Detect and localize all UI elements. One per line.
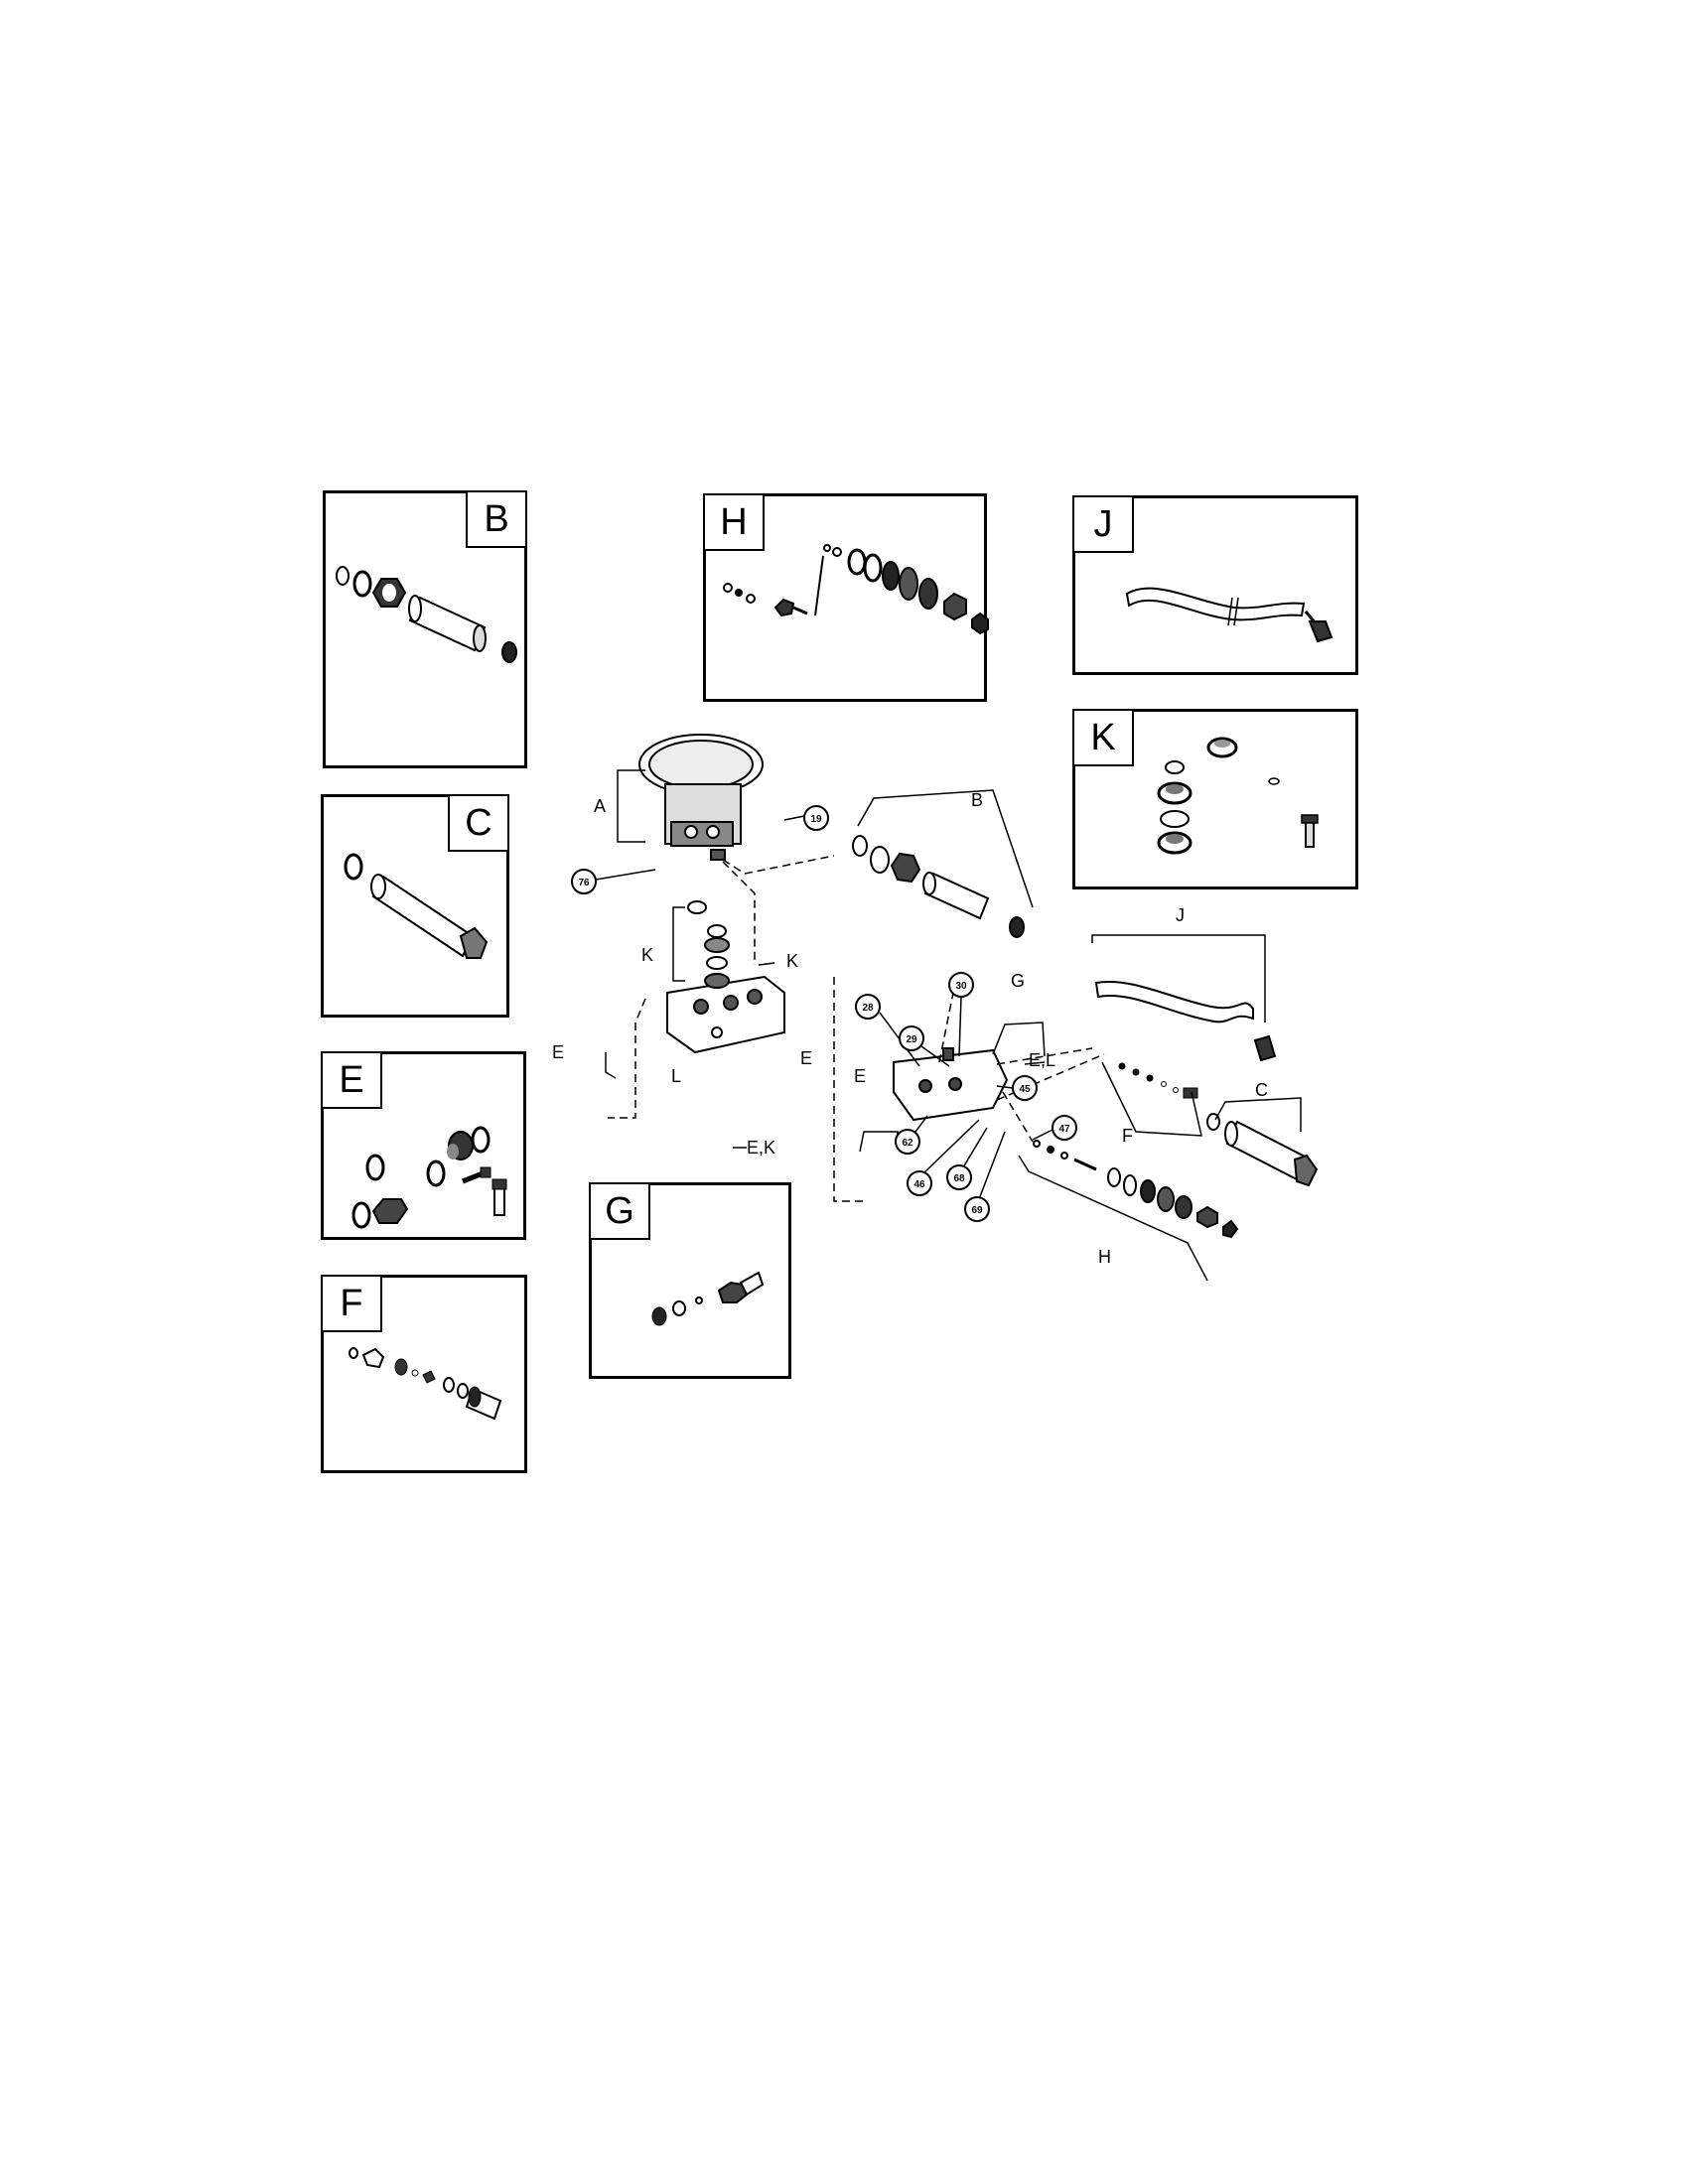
inlet-adapter-assembly [1206, 1113, 1319, 1187]
callout-h: H [1098, 1247, 1111, 1267]
unloader-valve-kit-drawing [723, 544, 989, 635]
part-47: 47 [1052, 1115, 1077, 1141]
outlet-adapter-assembly [852, 835, 1025, 938]
detail-panel-g: G [589, 1182, 791, 1379]
lower-manifold-drawing [666, 975, 785, 1054]
svg-text:62: 62 [902, 1138, 913, 1149]
callout-l: L [671, 1066, 681, 1086]
thermal-relief-kit-drawing [349, 1347, 502, 1421]
check-valve-kit-drawing [351, 1126, 507, 1229]
group-brackets [605, 769, 1302, 1282]
assembly-path-lines [608, 855, 1105, 1202]
right-manifold-drawing [893, 1047, 1009, 1122]
part-30: 30 [948, 972, 974, 998]
leader-lines [595, 815, 1053, 1200]
callout-k-left: K [641, 945, 653, 965]
panel-label-k: K [1074, 711, 1134, 766]
callout-e-left: E [552, 1042, 564, 1062]
detail-panel-f: F [321, 1275, 527, 1473]
panel-label-c: C [448, 796, 507, 852]
unloader-assembly [1033, 1140, 1239, 1239]
injector-kit-drawing [651, 1271, 765, 1326]
panel-label-e: E [323, 1053, 382, 1109]
svg-text:46: 46 [913, 1179, 925, 1190]
kit-letter-callouts: A B K K E E L E,K G E,L J E F C H [552, 790, 1268, 1267]
svg-text:76: 76 [578, 878, 590, 888]
seal-stack-drawing [687, 900, 730, 989]
thermal-relief-assembly [1118, 1062, 1198, 1099]
callout-c: C [1255, 1080, 1268, 1100]
hose-assembly [1094, 981, 1277, 1062]
part-28: 28 [855, 994, 881, 1020]
svg-text:19: 19 [810, 814, 822, 825]
detail-panel-b: B [323, 490, 527, 768]
panel-label-f: F [323, 1277, 382, 1332]
svg-text:45: 45 [1019, 1084, 1031, 1095]
part-19: 19 [803, 805, 829, 831]
part-76: 76 [571, 869, 597, 894]
part-62: 62 [895, 1129, 920, 1155]
svg-text:30: 30 [955, 981, 967, 992]
crankcase-housing-drawing [638, 734, 764, 861]
part-68: 68 [946, 1164, 972, 1190]
callout-e-right: E [854, 1066, 866, 1086]
part-number-circles: 19 76 28 30 29 45 47 62 [571, 805, 1077, 1222]
callout-e-mid: E [800, 1048, 812, 1068]
part-45: 45 [1012, 1075, 1038, 1101]
callout-j: J [1176, 905, 1185, 925]
panel-label-g: G [591, 1184, 650, 1240]
svg-text:69: 69 [971, 1205, 983, 1216]
panel-label-h: H [705, 495, 765, 551]
part-46: 46 [907, 1170, 932, 1196]
callout-k-right: K [786, 951, 798, 971]
callout-a: A [594, 796, 606, 816]
part-69: 69 [964, 1196, 990, 1222]
outlet-adapter-kit-drawing [336, 566, 517, 663]
callout-e-k: E,K [747, 1138, 775, 1158]
svg-text:28: 28 [862, 1003, 874, 1014]
svg-text:29: 29 [906, 1034, 917, 1045]
detail-panel-h: H [703, 493, 989, 702]
hose-kit-drawing [1125, 587, 1333, 643]
detail-panel-e: E [321, 1051, 526, 1240]
seal-kit-drawing [1157, 737, 1319, 855]
part-29: 29 [899, 1025, 924, 1051]
callout-g: G [1011, 971, 1025, 991]
panel-label-j: J [1074, 497, 1134, 553]
panel-label-b: B [466, 492, 525, 548]
callout-f: F [1122, 1126, 1133, 1146]
detail-panel-j: J [1072, 495, 1358, 675]
callout-b: B [971, 790, 983, 810]
inlet-adapter-kit-drawing [344, 853, 489, 959]
svg-text:68: 68 [953, 1173, 965, 1184]
svg-text:47: 47 [1058, 1124, 1070, 1135]
callout-e-l: E,L [1029, 1050, 1055, 1070]
detail-panel-k: K [1072, 709, 1358, 889]
detail-panel-c: C [321, 794, 509, 1018]
